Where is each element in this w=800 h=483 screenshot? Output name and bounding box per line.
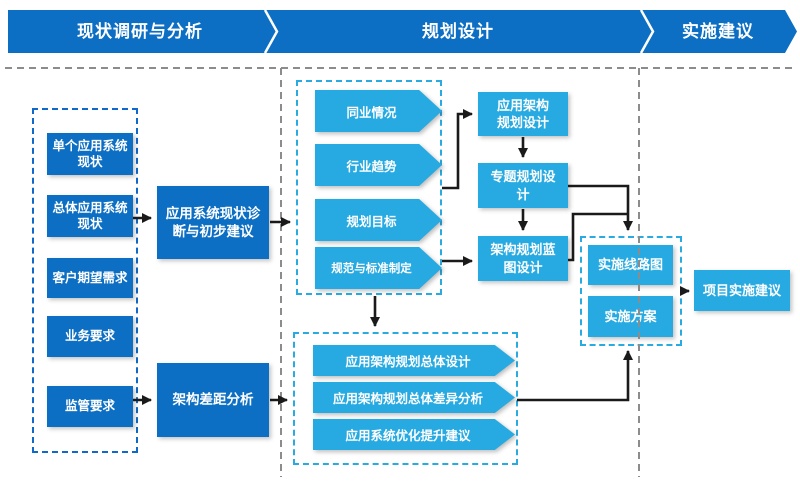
phase-title-implementation: 实施建议: [682, 22, 754, 41]
node-business-requirements: 业务要求: [47, 316, 133, 357]
node-gap-analysis: 架构差距分析: [157, 363, 269, 437]
node-customer-expectations: 客户期望需求: [47, 258, 133, 298]
node-single-app-status: 单个应用系统 现状: [47, 133, 133, 175]
node-standards-development: 规范与标准制定: [315, 247, 442, 289]
current-state-inputs-group: [32, 108, 138, 453]
node-planning-goals: 规划目标: [315, 199, 442, 241]
node-app-architecture-planning: 应用架构 规划设计: [478, 92, 568, 136]
phase-title-design: 规划设计: [422, 22, 494, 41]
node-implementation-plan: 实施方案: [588, 296, 673, 337]
node-status-diagnosis: 应用系统现状诊 断与初步建议: [157, 186, 269, 259]
node-overall-design: 应用架构规划总体设计: [313, 345, 515, 376]
planning-research-group: [296, 80, 442, 295]
node-project-implementation-suggestion: 项目实施建议: [694, 270, 790, 311]
node-industry-trends: 行业趋势: [315, 144, 442, 186]
node-special-topic-planning: 专题规划设 计: [478, 163, 568, 208]
phase-title-research: 现状调研与分析: [77, 22, 203, 41]
node-peer-situation: 同业情况: [315, 90, 442, 132]
node-regulatory-requirements: 监管要求: [47, 386, 133, 427]
node-optimization-suggestions: 应用系统优化提升建议: [313, 419, 515, 450]
node-overall-difference-analysis: 应用架构规划总体差异分析: [313, 382, 515, 413]
node-blueprint-design: 架构规划蓝 图设计: [478, 236, 568, 281]
node-implementation-roadmap: 实施线路图: [588, 245, 673, 285]
phase-banner: [8, 9, 797, 54]
node-overall-app-status: 总体应用系统 现状: [47, 195, 133, 237]
